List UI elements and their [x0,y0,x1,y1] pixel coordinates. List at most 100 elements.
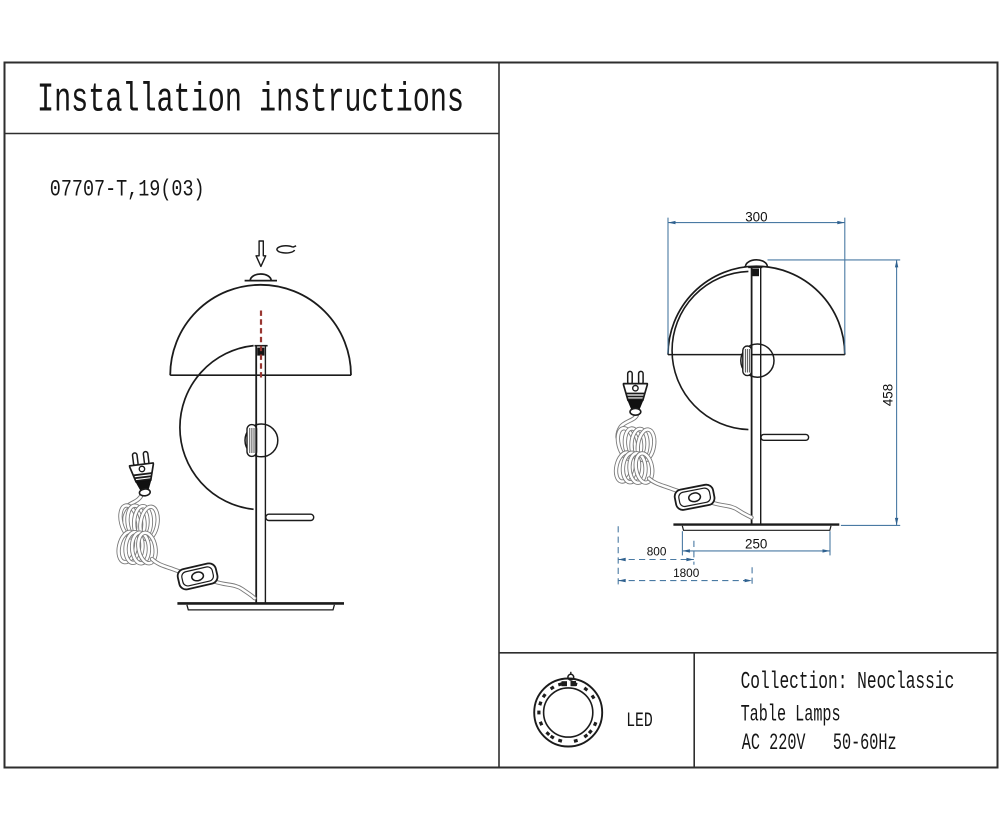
support-arm [760,433,810,441]
led-chip [587,729,593,735]
dimension-value: 1800 [673,566,700,580]
ball-joint [244,423,279,458]
clamp-knob-knurl [249,428,255,453]
dimension-value: 300 [745,209,767,224]
coil-loop [634,452,654,484]
led-hanging-loop [567,673,575,681]
cord-switch-icon [672,482,717,513]
dimension-arrow [837,220,845,225]
lamp-post [254,344,268,604]
led-chip [549,734,555,740]
led-chip [583,733,589,739]
dimension-arrow [618,578,626,583]
ball-joint-circle [244,423,279,458]
dimension-value: 800 [647,545,667,559]
dimension-arrow [686,557,694,562]
rotate-icon-tip [292,245,297,248]
lamp-base [177,602,344,611]
shade-swung-arc [179,344,254,511]
dimension-cord-to-switch: 800 [617,526,695,586]
dimension-value: 250 [745,537,767,552]
cord [149,556,257,601]
led-label: LED [626,710,653,733]
dimension-arrow [894,259,899,268]
ball-joint [740,343,775,378]
led-chip [549,685,555,691]
frame [3,61,999,769]
outer-border [3,61,999,769]
led-chip [590,694,596,700]
led-chip [557,738,563,743]
cord-switch-to-base-inner [710,501,753,519]
shade-dome [667,265,846,355]
dimension-arrow [744,578,753,583]
support-arm [265,513,315,522]
shade-swung-arc [671,270,749,431]
dimension-shade-diameter: 300 [667,209,846,354]
dimension-arrow [618,557,626,562]
lamp-shade [667,265,846,356]
socket-block [257,347,265,356]
down-arrow [255,240,267,268]
figure-assembly-view [116,240,352,611]
spec-panel: LED Collection: Neoclassic Table Lamps A… [533,669,955,756]
dimension-arrow [668,220,676,225]
lamp-post [748,266,763,524]
led-chip [545,731,551,737]
figure-dimensioned-view [613,259,846,531]
cord-coil-to-switch-inner [647,477,679,493]
led-chip [592,721,598,727]
led-ring-outer [533,677,604,748]
cord-coil [613,426,657,485]
coil-loop [628,451,647,485]
finial-dome [249,273,272,281]
cord [646,476,754,520]
cord-switch-to-base-inner [213,580,256,600]
led-chip [557,682,563,687]
finial-dome [744,259,769,267]
collection-label: Collection: Neoclassic [741,669,955,696]
dimension-arrow [682,549,690,553]
shade-dome [169,283,352,376]
product-type-label: Table Lamps [741,702,841,729]
coil-loop [137,531,157,565]
coil-loop [621,451,641,484]
power-plug-icon [622,370,649,417]
model-number: 07707-T,19(03) [50,177,205,204]
dimension-cord-total: 1800 [618,566,753,587]
led-chip [537,710,541,715]
page-title: Installation instructions [37,78,464,124]
ball-joint-circle [740,343,775,378]
led-chip [541,693,547,699]
dimension-base-diameter: 250 [681,531,831,556]
led-connector-block [561,681,567,687]
cord-coil-to-switch-inner [150,557,182,574]
base-side-line [186,604,336,611]
led-ring-inner [542,687,594,738]
rotate-icon [276,245,296,254]
lamp-base [673,523,840,531]
power-plug-icon [127,449,158,499]
led-chip [538,721,544,726]
coil-loop [130,531,151,565]
cord-coil [116,503,160,566]
power-cord-assembly [613,370,754,520]
socket-block [752,268,759,277]
power-rating-label: AC 220V 50-60Hz [742,730,897,756]
base-side-line [681,525,832,531]
dimension-arrow [822,549,830,553]
finial-cap [244,273,277,282]
dimension-value: 458 [881,384,896,406]
dimension-annotations: 300 458 250 800 [617,209,901,587]
clamp-knob-knurl [744,349,750,373]
led-chip [583,686,589,692]
led-chip [538,701,543,706]
dimension-total-height: 458 [767,259,901,526]
led-chip [573,738,579,743]
cord-switch-icon [175,561,220,592]
power-cord-assembly [116,449,257,601]
led-chips [537,681,598,743]
led-ring-icon [533,671,604,748]
